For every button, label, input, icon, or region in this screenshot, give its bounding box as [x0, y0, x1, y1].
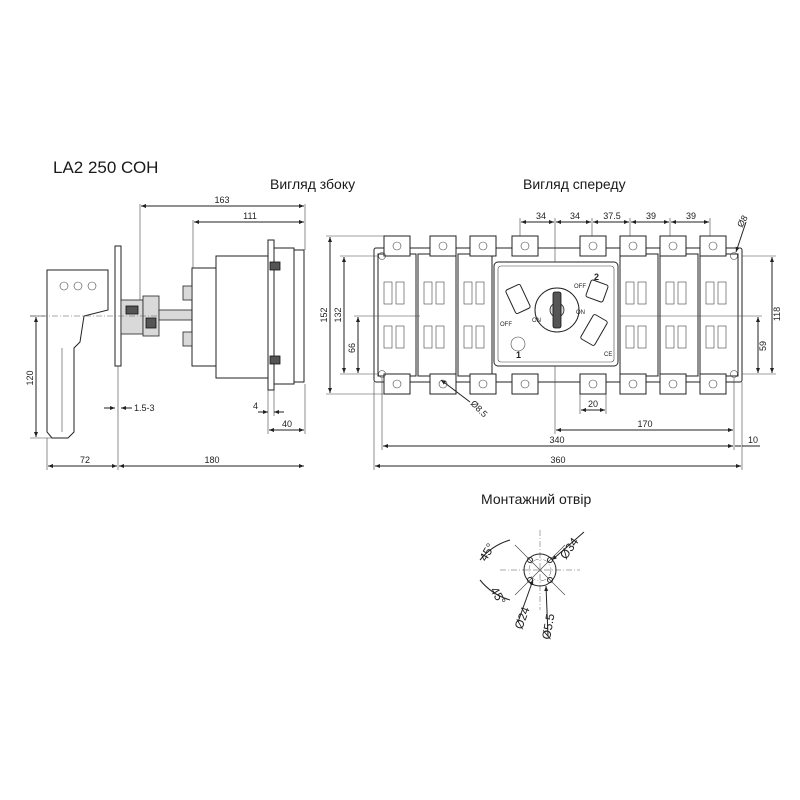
dim-d8: Ø8 [735, 214, 750, 229]
dim-120: 120 [25, 370, 35, 385]
dim-34b: 34 [570, 211, 580, 221]
angle-45-top: 45° [476, 541, 497, 564]
dim-10: 10 [748, 435, 758, 445]
dim-d5-5: Ø5.5 [539, 612, 557, 640]
mount-hole-tl [378, 252, 386, 260]
position-2-icon [580, 279, 609, 346]
dim-118: 118 [772, 307, 782, 321]
label-pos-2: 2 [594, 272, 599, 282]
dim-170: 170 [637, 419, 652, 429]
angle-arc-bottom [479, 579, 511, 601]
door-panel [114, 245, 122, 367]
dim-d34: Ø34 [557, 535, 582, 562]
dim-111: 111 [243, 211, 257, 221]
rotary-handle [46, 269, 109, 439]
dim-34a: 34 [536, 211, 546, 221]
mounting-hole-view: 45° 45° Ø34 Ø24 Ø5.5 [476, 530, 585, 641]
shaft-coupler [120, 299, 144, 335]
dim-180: 180 [204, 455, 219, 465]
dim-59: 59 [758, 341, 768, 351]
handle-hole-2 [73, 281, 83, 291]
front-view: 1 2 OFF ON OFF ON CE 34 34 37.5 39 39 Ø8 [319, 211, 782, 470]
dim-132: 132 [333, 307, 343, 322]
shaft [158, 309, 193, 321]
dim-39a: 39 [646, 211, 656, 221]
side-view: 163 111 120 1.5-3 4 40 72 180 [25, 195, 306, 470]
dim-163: 163 [214, 195, 229, 205]
position-1-icon [505, 283, 531, 352]
dim-340: 340 [549, 435, 564, 445]
label-pos-1: 1 [516, 350, 521, 360]
side-view-title: Вигляд збоку [270, 176, 356, 192]
dim-40: 40 [282, 419, 292, 429]
hole-small-1 [527, 557, 533, 563]
angle-arc-top [479, 539, 511, 561]
label-off-1: OFF [500, 322, 512, 328]
hole-main [523, 553, 557, 587]
model-title: LA2 250 СОН [53, 158, 159, 177]
dim-152: 152 [319, 307, 329, 322]
handle-hole-3 [87, 281, 97, 291]
label-on-1: ON [532, 318, 541, 324]
dim-4: 4 [253, 401, 258, 411]
angle-45-bottom: 45° [487, 585, 508, 608]
mount-hole-tr [730, 252, 738, 260]
ce-mark: CE [604, 352, 612, 358]
selector-shaft-icon [552, 291, 562, 329]
front-view-title: Вигляд спереду [523, 176, 626, 192]
handle-hole-1 [59, 281, 69, 291]
mount-hole-br [730, 370, 738, 378]
label-on-2: ON [576, 310, 585, 316]
hole-small-4 [547, 577, 553, 583]
dim-d24: Ø24 [512, 605, 533, 631]
mount-hole-bl [378, 370, 386, 378]
dim-72: 72 [80, 455, 90, 465]
dim-37-5: 37.5 [603, 211, 621, 221]
dim-360: 360 [550, 455, 565, 465]
dim-1-5-3: 1.5-3 [134, 403, 155, 413]
dim-39b: 39 [686, 211, 696, 221]
dim-d8-5: Ø8.5 [469, 398, 490, 419]
label-off-2: OFF [574, 284, 586, 290]
terminals-top [383, 235, 727, 257]
dim-20: 20 [588, 399, 598, 409]
dim-66: 66 [347, 343, 357, 353]
switch-body-front [191, 267, 217, 367]
switch-body [215, 255, 269, 379]
mounting-hole-title: Монтажний отвір [481, 491, 592, 507]
